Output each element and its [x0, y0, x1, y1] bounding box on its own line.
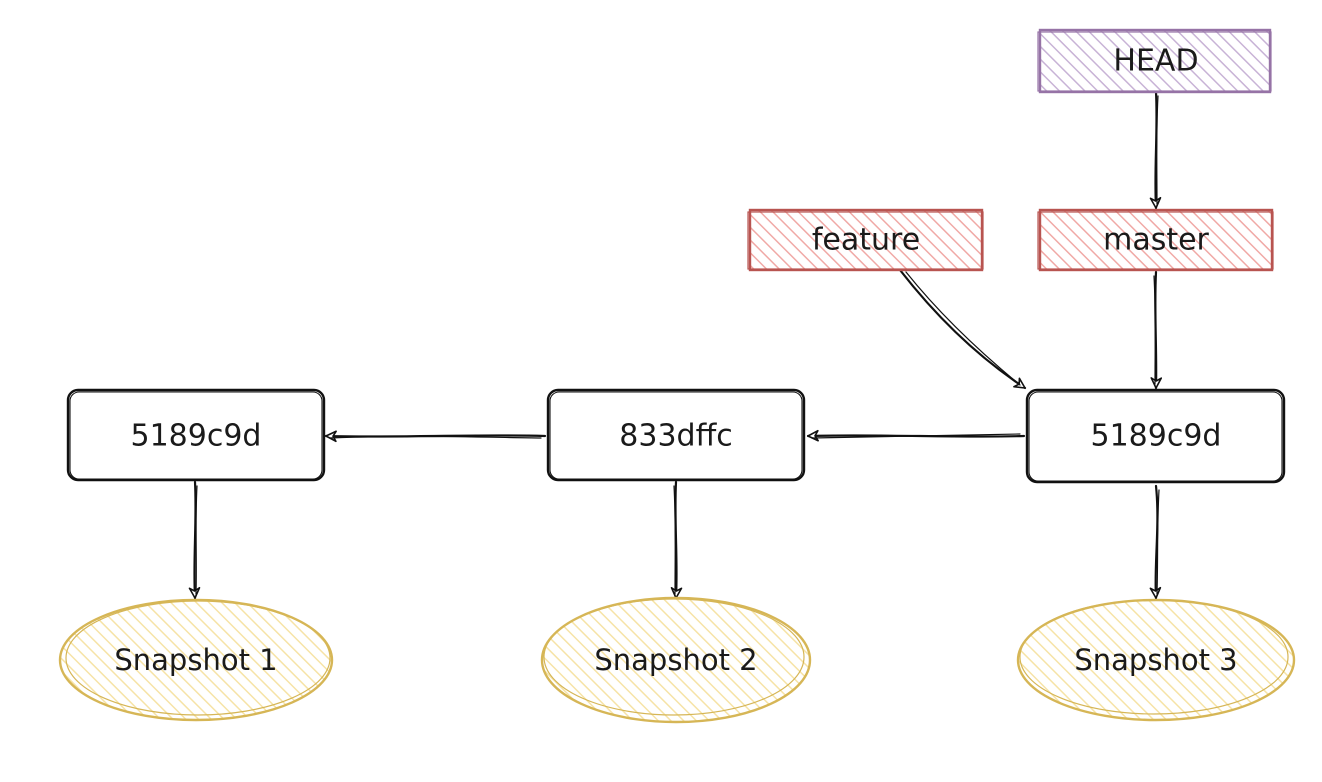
arrow-head-to-master-sketch	[1156, 95, 1159, 205]
arrows	[188, 90, 1163, 600]
head-label: HEAD	[1113, 44, 1198, 79]
commit-label: 5189c9d	[1091, 419, 1222, 454]
arrow-commit3-to-commit2-sketch	[811, 433, 1021, 439]
arrow-commit2-to-commit1	[324, 430, 547, 443]
commit-label: 833dffc	[619, 419, 732, 454]
arrow-commit3-to-snapshot3	[1149, 484, 1162, 600]
arrow-commit1-to-snapshot1	[188, 480, 201, 600]
commit-node: 5189c9d	[66, 388, 326, 482]
snapshot-label: Snapshot 3	[1074, 643, 1237, 677]
snapshot-node: Snapshot 2	[540, 596, 812, 724]
snapshot-node: Snapshot 1	[58, 598, 334, 722]
branch-master-label: master	[1103, 223, 1209, 258]
branch-feature: feature	[747, 208, 984, 272]
commit-label: 5189c9d	[131, 419, 262, 454]
arrow-master-to-commit3-sketch	[1153, 275, 1156, 385]
snapshot-label: Snapshot 1	[114, 643, 277, 677]
commit-node: 5189c9d	[1025, 388, 1286, 484]
snapshot-node: Snapshot 3	[1016, 598, 1296, 722]
arrow-commit1-to-snapshot1-sketch	[195, 485, 198, 595]
arrow-commit3-to-snapshot3-sketch	[1156, 489, 1160, 595]
arrow-feature-to-commit3	[898, 268, 1027, 390]
commit-node: 833dffc	[546, 388, 806, 482]
arrow-feature-to-commit3-sketch	[905, 271, 1021, 386]
head-node: HEAD	[1037, 28, 1272, 94]
arrow-commit2-to-snapshot2-sketch	[673, 485, 676, 595]
branch-master: master	[1037, 208, 1274, 272]
snapshot-label: Snapshot 2	[594, 643, 757, 677]
branch-feature-label: feature	[812, 223, 920, 258]
arrow-head-to-master	[1149, 90, 1162, 210]
arrow-commit2-to-snapshot2	[670, 480, 683, 600]
arrow-commit2-to-commit1-sketch	[329, 435, 542, 439]
